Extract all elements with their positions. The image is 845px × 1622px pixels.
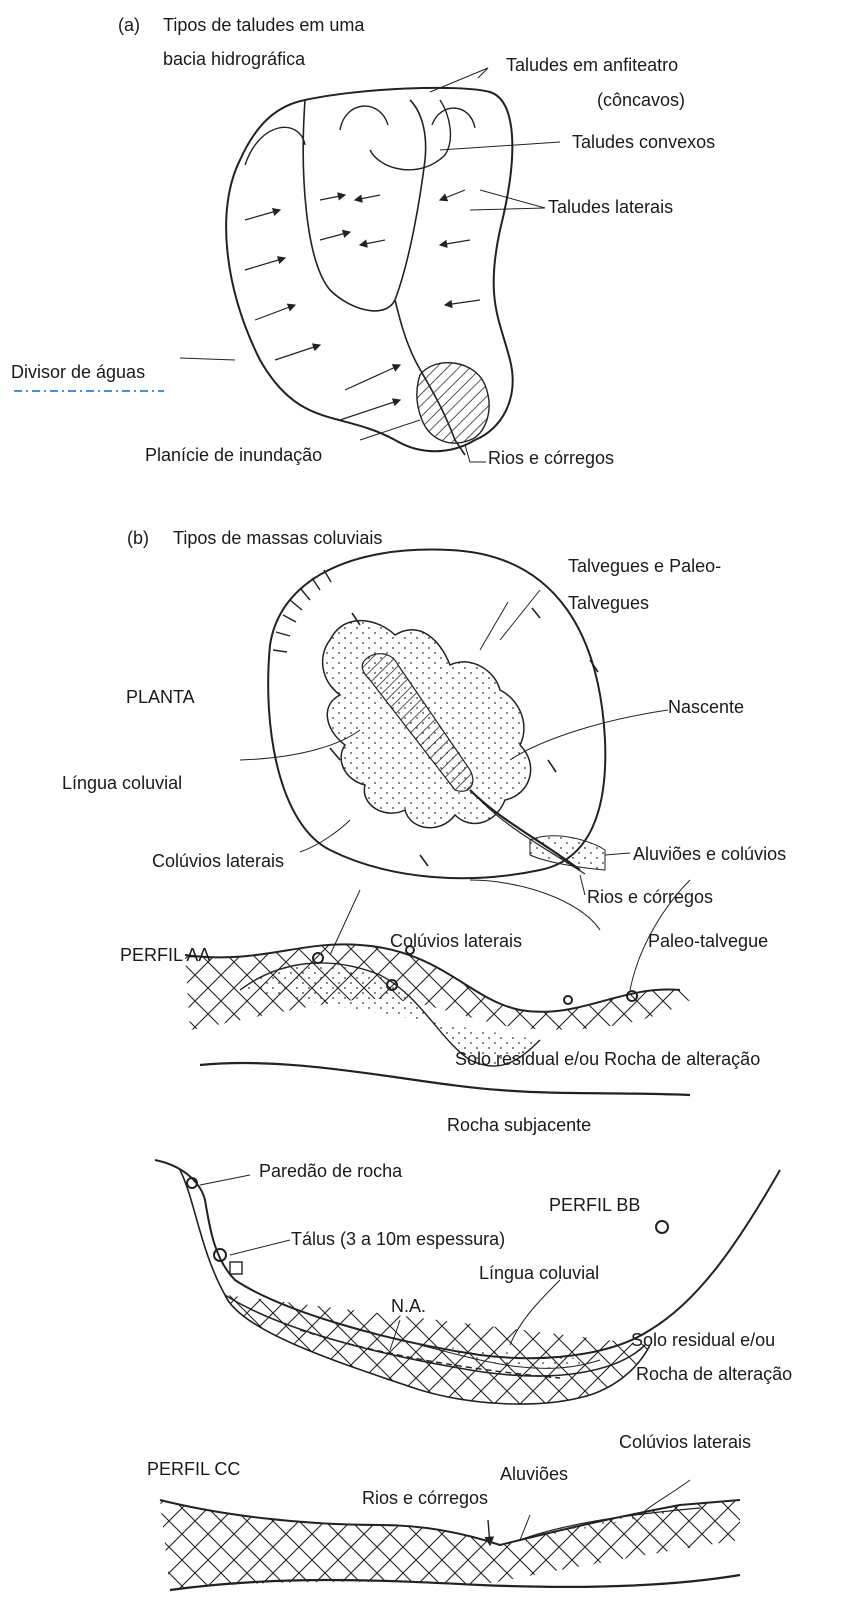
label-planta: PLANTA	[126, 686, 195, 708]
label-planicie-inundacao: Planície de inundação	[145, 444, 322, 466]
label-rios-corregos-cc: Rios e córregos	[362, 1487, 488, 1509]
label-aluvioes-coluvios: Aluviões e colúvios	[633, 843, 786, 865]
label-rios-corregos-a: Rios e córregos	[488, 447, 614, 469]
label-coluvios-laterais-aa: Colúvios laterais	[390, 930, 522, 952]
label-rocha-subjacente: Rocha subjacente	[447, 1114, 591, 1136]
label-paredao-rocha: Paredão de rocha	[259, 1160, 402, 1182]
label-aluvioes: Aluviões	[500, 1463, 568, 1485]
caption-a-tag: (a)	[118, 14, 140, 36]
caption-b: Tipos de massas coluviais	[173, 527, 382, 549]
label-solo-residual-bb-1: Solo residual e/ou	[631, 1329, 775, 1351]
label-concavos: (côncavos)	[597, 89, 685, 111]
label-perfil-cc: PERFIL CC	[147, 1458, 240, 1480]
label-talvegues-2: Talvegues	[568, 592, 649, 614]
caption-a-line2: bacia hidrográfica	[163, 48, 305, 70]
label-na: N.A.	[391, 1295, 426, 1317]
caption-b-tag: (b)	[127, 527, 149, 549]
label-coluvios-laterais-planta: Colúvios laterais	[152, 850, 284, 872]
label-divisor-aguas: Divisor de águas	[11, 361, 145, 383]
label-solo-residual-bb-2: Rocha de alteração	[636, 1363, 792, 1385]
caption-a-line1: Tipos de taludes em uma	[163, 14, 364, 36]
basin-map	[180, 68, 560, 462]
label-talus: Tálus (3 a 10m espessura)	[291, 1228, 505, 1250]
label-lingua-coluvial-bb: Língua coluvial	[479, 1262, 599, 1284]
label-taludes-convexos: Taludes convexos	[572, 131, 715, 153]
label-paleo-talvegue: Paleo-talvegue	[648, 930, 768, 952]
label-taludes-anfiteatro: Taludes em anfiteatro	[506, 54, 678, 76]
label-solo-residual-aa: Solo residual e/ou Rocha de alteração	[455, 1048, 760, 1070]
label-perfil-bb: PERFIL BB	[549, 1194, 640, 1216]
label-coluvios-laterais-cc: Colúvios laterais	[619, 1431, 751, 1453]
label-taludes-laterais: Taludes laterais	[548, 196, 673, 218]
label-talvegues-1: Talvegues e Paleo-	[568, 555, 721, 577]
label-nascente: Nascente	[668, 696, 744, 718]
label-lingua-coluvial-planta: Língua coluvial	[62, 772, 182, 794]
label-rios-corregos-planta: Rios e córregos	[587, 886, 713, 908]
label-perfil-aa: PERFIL AA	[120, 944, 210, 966]
